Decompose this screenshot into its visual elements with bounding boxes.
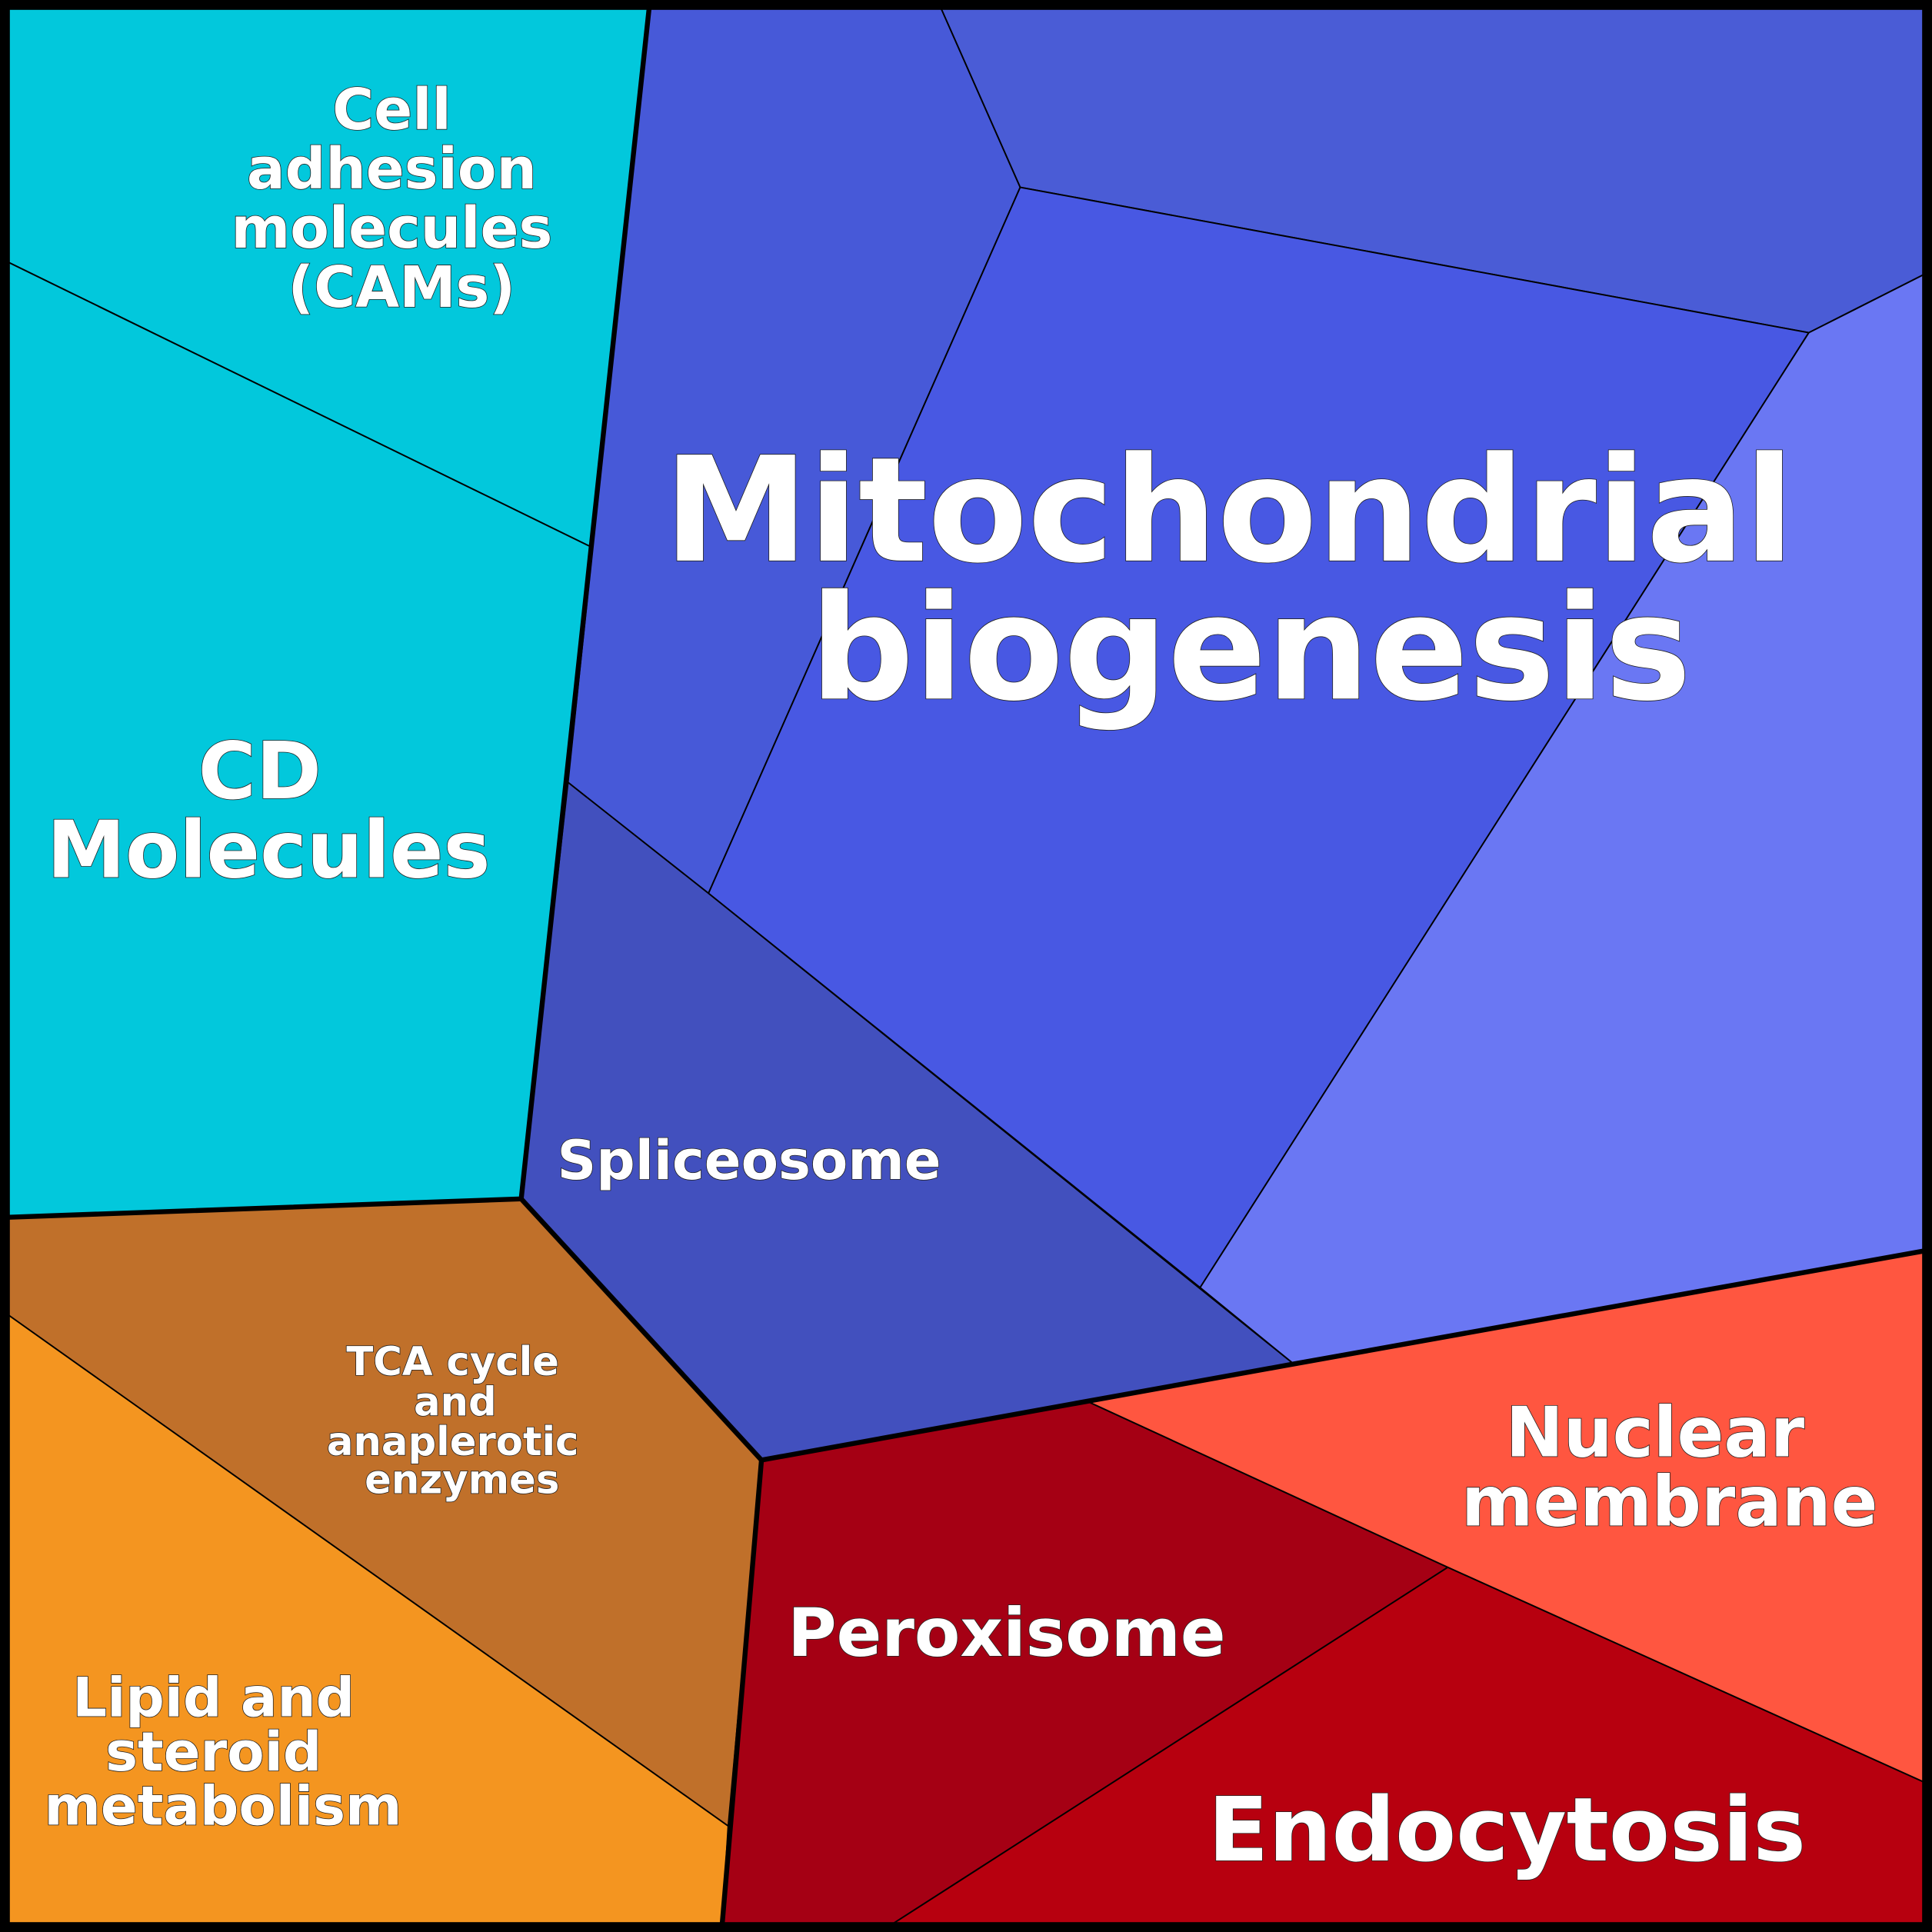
labels: Cell adhesion molecules (CAMs) CD Molecu…	[44, 77, 1879, 1882]
cells	[5, 5, 1927, 1927]
label-nuclear-membrane: Nuclear membrane	[1461, 1394, 1877, 1543]
label-cd-molecules: CD Molecules	[47, 726, 491, 897]
label-tca: TCA cycle and anaplerotic enzymes	[327, 1339, 592, 1504]
border-blue-group	[519, 1197, 1927, 1463]
label-spliceosome: Spliceosome	[558, 1129, 941, 1192]
label-lipid: Lipid and steroid metabolism	[44, 1667, 401, 1838]
label-cams: Cell adhesion molecules (CAMs)	[231, 78, 572, 321]
label-endocytosis: Endocytosis	[1208, 1779, 1806, 1882]
label-peroxisome: Peroxisome	[788, 1595, 1225, 1672]
label-mitochondrial-biogenesis: Mitochondrial biogenesis	[664, 426, 1845, 733]
border-orange-red	[719, 1460, 764, 1927]
